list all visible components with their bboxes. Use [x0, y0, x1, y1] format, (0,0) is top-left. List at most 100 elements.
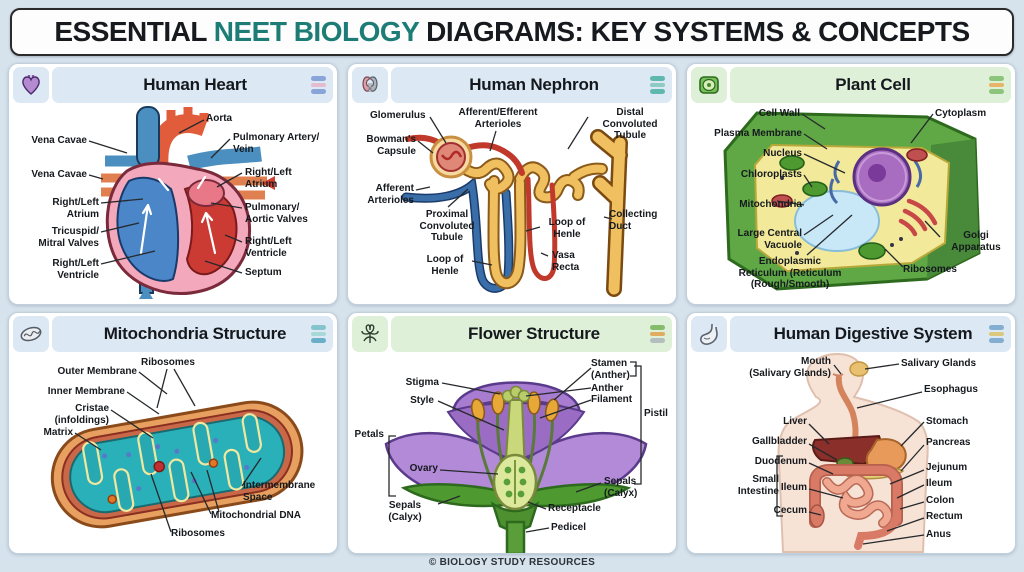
label-sepals-right: Sepals (Calyx): [604, 476, 638, 499]
panel-header: Human Heart: [9, 64, 337, 103]
label-right-left-atrium-r: Right/Left Atrium: [245, 167, 292, 190]
label-ovary: Ovary: [409, 463, 438, 474]
label-filament: Filament: [591, 394, 633, 405]
footer-credit: © BIOLOGY STUDY RESOURCES: [428, 557, 596, 568]
plant-cell-leader-lines: [776, 113, 941, 268]
label-small-intestine: Small Intestine: [737, 474, 779, 497]
panel-header: Human Nephron: [348, 64, 676, 103]
panel-header: Plant Cell: [687, 64, 1015, 103]
label-pistil: Pistil: [644, 408, 668, 419]
heart-leader-lines: [88, 119, 243, 274]
plant-cell-diagram: Cell Wall Cytoplasm Plasma Membrane Nucl…: [687, 103, 1015, 304]
digestive-art: [777, 352, 929, 553]
label-right-left-atrium-l: Right/Left Atrium: [52, 197, 99, 220]
nephron-illustration: [401, 116, 628, 297]
menu-icon[interactable]: [311, 76, 326, 94]
label-anus: Anus: [926, 529, 951, 540]
label-endoplasmic-reticulum: Endoplasmic Reticulum (Reticulum (Rough/…: [738, 256, 842, 290]
label-cytoplasm: Cytoplasm: [935, 108, 987, 119]
stomach-icon: [691, 316, 727, 352]
label-salivary-glands: Salivary Glands: [901, 358, 977, 369]
mitochondria-leader-lines: [74, 368, 262, 533]
label-glomerulus: Glomerulus: [370, 110, 426, 121]
label-pancreas: Pancreas: [926, 437, 971, 448]
label-petals: Petals: [354, 429, 384, 440]
heart-icon: [13, 67, 49, 103]
menu-icon[interactable]: [989, 76, 1004, 94]
label-jejunum: Jejunum: [926, 462, 968, 473]
plant-cell-icon: [691, 67, 727, 103]
panel-plant-cell: Plant Cell: [686, 63, 1016, 305]
label-matrix: Matrix: [43, 427, 73, 438]
label-anther: Anther: [591, 383, 624, 394]
label-cecum: Cecum: [773, 505, 807, 516]
label-stigma: Stigma: [405, 377, 439, 388]
label-nucleus: Nucleus: [763, 148, 802, 159]
label-chloroplasts: Chloroplasts: [740, 169, 802, 180]
label-pulmonary-artery-vein: Pulmonary Artery/ Vein: [233, 132, 320, 155]
panel-header: Human Digestive System: [687, 313, 1015, 352]
heart-diagram: Aorta Vena Cavae Pulmonary Artery/ Vein …: [9, 103, 337, 304]
panel-header: Mitochondria Structure: [9, 313, 337, 352]
mitochondria-art: [50, 400, 304, 529]
label-tricuspid-mitral-valves: Tricuspid/ Mitral Valves: [38, 226, 99, 249]
panel-title: Human Heart: [143, 75, 247, 94]
label-rectum: Rectum: [926, 511, 963, 522]
label-septum: Septum: [245, 267, 282, 278]
label-colon: Colon: [926, 495, 955, 506]
label-loop-of-henle-left: Loop of Henle: [426, 254, 464, 277]
flower-illustration: [384, 361, 648, 553]
label-vena-cavae-2: Vena Cavae: [31, 169, 87, 180]
panel-title: Human Nephron: [469, 75, 599, 94]
heart-art: [101, 106, 275, 299]
menu-icon[interactable]: [650, 325, 665, 343]
label-proximal-convoluted-tubule: Proximal Convoluted Tubule: [419, 209, 475, 243]
label-collecting-duct: Collecting Duct: [609, 209, 658, 232]
label-afferent-efferent-arterioles: Afferent/Efferent Arterioles: [458, 107, 538, 130]
label-esophagus: Esophagus: [924, 384, 978, 395]
panel-title: Human Digestive System: [773, 324, 973, 343]
label-bowmans-capsule: Bowman's Capsule: [366, 134, 416, 157]
nephron-diagram: Glomerulus Afferent/Efferent Arterioles …: [348, 103, 676, 304]
poster-title: ESSENTIAL NEET BIOLOGY DIAGRAMS: KEY SYS…: [54, 16, 970, 47]
poster-title-bar: ESSENTIAL NEET BIOLOGY DIAGRAMS: KEY SYS…: [10, 8, 1014, 56]
menu-icon[interactable]: [311, 325, 326, 343]
label-mouth: Mouth (Salivary Glands): [749, 356, 831, 379]
flower-diagram: Stigma Style Petals Stamen (Anther) Anth…: [348, 352, 676, 553]
panel-human-nephron: Human Nephron: [347, 63, 677, 305]
label-cell-wall: Cell Wall: [758, 108, 800, 119]
plant-cell-illustration: [723, 111, 981, 291]
label-mitochondrial-dna: Mitochondrial DNA: [211, 510, 301, 521]
label-right-left-ventricle-r: Right/Left Ventricle: [245, 236, 292, 259]
label-ribosomes-bottom: Ribosomes: [171, 528, 225, 539]
plant-cell-art: [723, 111, 981, 291]
panel-mitochondria-structure: Mitochondria Structure: [8, 312, 338, 554]
label-vena-cavae-1: Vena Cavae: [31, 135, 87, 146]
panel-human-digestive-system: Human Digestive System: [686, 312, 1016, 554]
label-stamen: Stamen (Anther): [591, 358, 630, 381]
label-sepals-left: Sepals (Calyx): [388, 500, 422, 523]
label-ileum-right: Ileum: [926, 478, 953, 489]
nephron-leader-lines: [415, 116, 613, 266]
mitochondria-diagram: Ribosomes Outer Membrane Inner Membrane …: [9, 352, 337, 553]
panel-title: Plant Cell: [835, 75, 911, 94]
menu-icon[interactable]: [989, 325, 1004, 343]
panel-grid: Human Heart: [8, 63, 1016, 554]
panel-title: Flower Structure: [468, 324, 600, 343]
flower-icon: [352, 316, 388, 352]
label-mitochondria: Mitochondria: [739, 199, 802, 210]
label-large-central-vacuole: Large Central Vacuole: [737, 228, 802, 251]
menu-icon[interactable]: [650, 76, 665, 94]
label-aorta: Aorta: [206, 113, 233, 124]
panel-flower-structure: Flower Structure: [347, 312, 677, 554]
label-ribosomes: Ribosomes: [903, 264, 957, 275]
panel-header: Flower Structure: [348, 313, 676, 352]
label-plasma-membrane: Plasma Membrane: [714, 128, 802, 139]
label-right-left-ventricle-l: Right/Left Ventricle: [52, 258, 99, 281]
label-vasa-recta: Vasa Recta: [552, 250, 580, 273]
label-intermembrane-space: Intermembrane Space: [243, 480, 316, 503]
digestive-diagram: Mouth (Salivary Glands) Salivary Glands …: [687, 352, 1015, 553]
flower-leader-lines: [388, 361, 642, 533]
digestive-leader-lines: [776, 363, 925, 545]
